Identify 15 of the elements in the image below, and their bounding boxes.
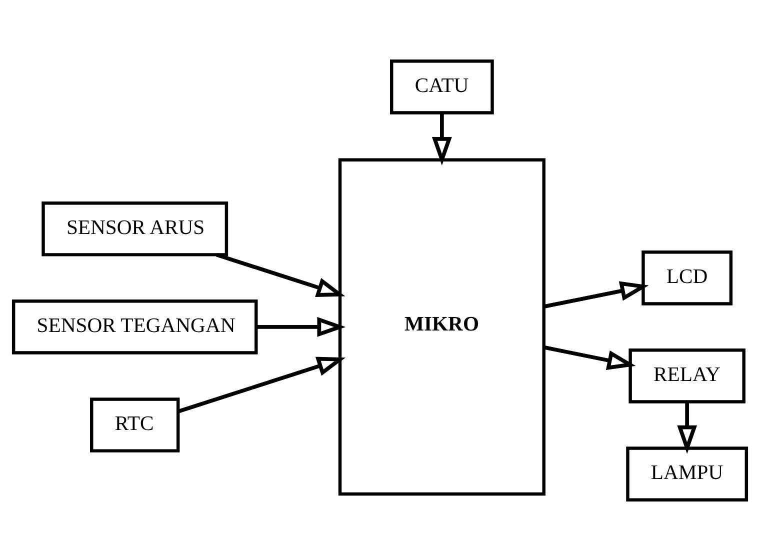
arrow — [178, 356, 346, 413]
arrow — [677, 401, 698, 454]
node-box: MIKRO — [338, 158, 546, 496]
node-box: LAMPU — [626, 446, 748, 501]
arrow — [216, 252, 346, 296]
arrow — [432, 112, 452, 165]
arrow — [544, 280, 649, 308]
arrow — [256, 316, 346, 336]
arrow — [544, 344, 636, 370]
node-box: CATU — [390, 59, 494, 114]
node-box: LCD — [642, 250, 733, 305]
node-box: RTC — [90, 397, 180, 452]
node-box: SENSOR ARUS — [42, 200, 228, 256]
node-box: SENSOR TEGANGAN — [12, 299, 258, 354]
node-box: RELAY — [628, 348, 746, 403]
